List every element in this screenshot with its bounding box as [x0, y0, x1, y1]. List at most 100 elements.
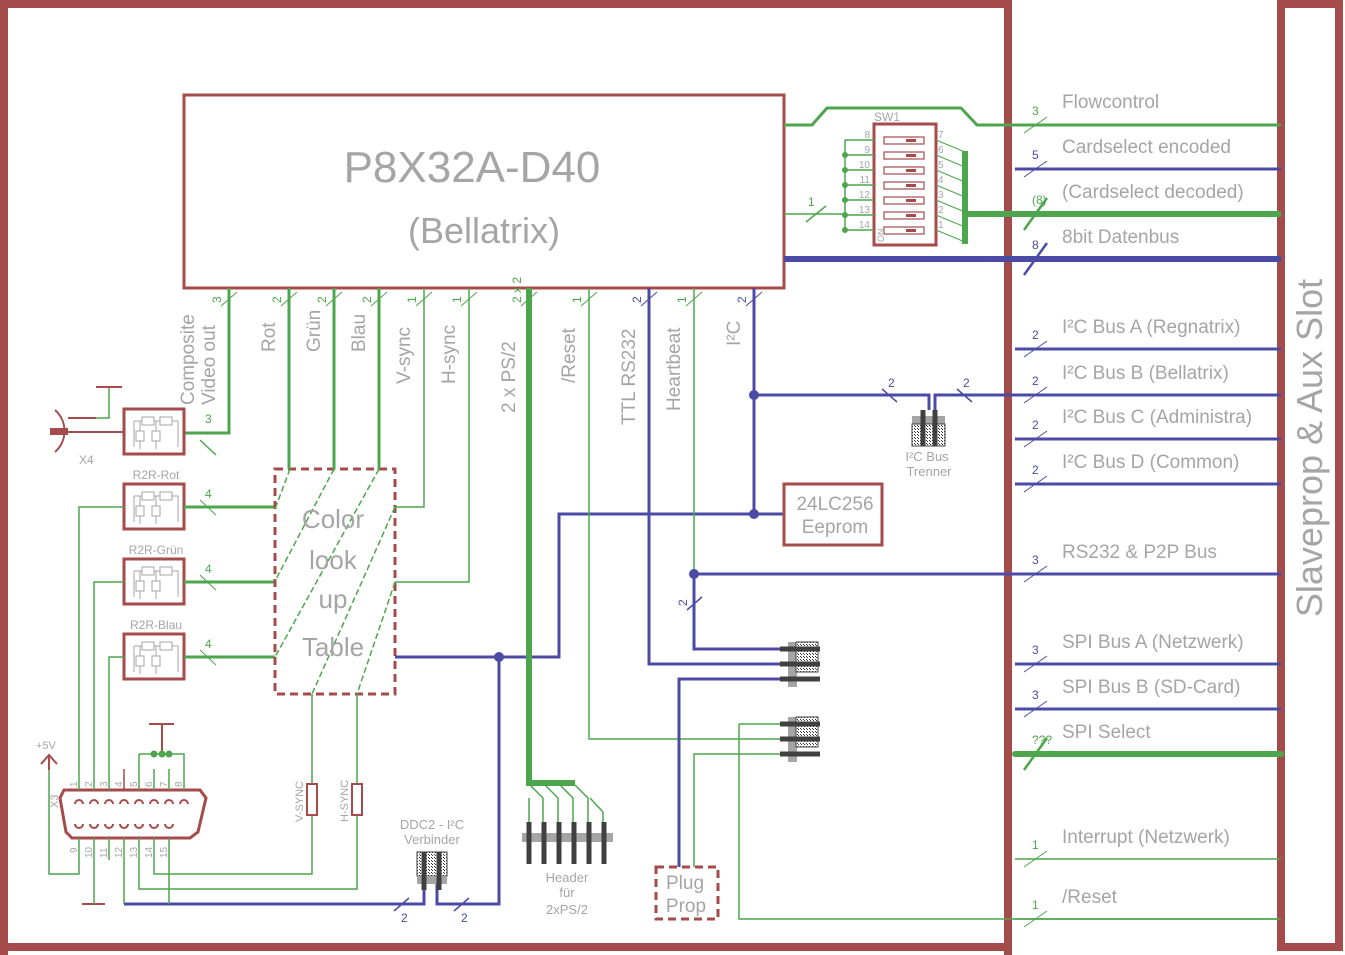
- switch-lever[interactable]: [883, 136, 925, 145]
- slot-bus-label: 8bit Datenbus: [1062, 227, 1179, 248]
- ddc-width-left: 2: [401, 911, 408, 925]
- hsync-resistor-label: H-SYNC: [339, 780, 351, 822]
- chip-signal-label: Blau: [349, 314, 370, 352]
- chip-part-number: P8X32A-D40: [344, 143, 601, 192]
- switch-lever[interactable]: [883, 181, 925, 190]
- lut-line1: Color: [302, 504, 364, 534]
- hsync-resistor-wire: [138, 694, 358, 890]
- slot-title: Slaveprop & Aux Slot: [1289, 279, 1330, 617]
- slot-bus-width: 3: [1032, 688, 1039, 702]
- hsync-resistor[interactable]: [351, 783, 363, 816]
- slot-bus-label: Cardselect encoded: [1062, 137, 1231, 158]
- color-lookup-table[interactable]: Color look up Table: [273, 467, 397, 696]
- plug-prop[interactable]: Plug Prop: [654, 865, 720, 921]
- composite-width: 3: [205, 412, 212, 426]
- eeprom-24lc256[interactable]: 24LC256 Eeprom: [782, 482, 884, 547]
- switch-lever[interactable]: [883, 166, 925, 175]
- slot-bus-label: /Reset: [1062, 887, 1118, 908]
- plugprop-wire-a: [677, 677, 784, 867]
- switch-right-pin: 6: [938, 145, 944, 156]
- splitter-line2: Trenner: [906, 464, 952, 479]
- slot-bus-width: 8: [1032, 238, 1039, 252]
- chip-signal-label: Grün: [304, 310, 325, 352]
- r2r-network[interactable]: R2R-Blau: [122, 618, 186, 681]
- ddc-right-wire: [435, 657, 501, 906]
- vga-top-pin: 1: [69, 781, 80, 787]
- switch-left-pin: 14: [859, 220, 871, 231]
- chip-signal-label: H-sync: [439, 325, 460, 384]
- switch-lever[interactable]: [883, 151, 925, 160]
- chip-signal-label: /Reset: [559, 327, 580, 383]
- switch-left-pin: 11: [860, 175, 871, 186]
- splitter-line1: I²C Bus: [905, 449, 949, 464]
- ps2-header-line2: für: [559, 885, 575, 900]
- slot-bus-width: 3: [1032, 553, 1039, 567]
- switch-lever[interactable]: [883, 196, 925, 205]
- slot-bus-width: 2: [1032, 418, 1039, 432]
- ddc-i2c-connector[interactable]: DDC2 - I²C Verbinder: [400, 817, 464, 890]
- vga-bottom-pin: 10: [84, 846, 95, 858]
- chip-signal-width: 3: [210, 296, 224, 303]
- i2c-bus-splitter[interactable]: I²C Bus Trenner: [905, 410, 952, 479]
- ddc-width-right: 2: [461, 911, 468, 925]
- heartbeat-width: 2: [676, 599, 690, 606]
- slot-bus-width: 1: [1032, 838, 1039, 852]
- switch-left-pin: 13: [859, 205, 871, 216]
- r2r-network[interactable]: R2R-Rot: [122, 468, 186, 531]
- r2r-width: 4: [205, 487, 212, 501]
- vga-top-pin: 2: [84, 781, 95, 787]
- r2r-network[interactable]: R2R-Grün: [122, 543, 186, 606]
- chip-signal-width: 1: [450, 296, 464, 303]
- reset-jumper-header[interactable]: [780, 716, 820, 762]
- slot-bus-label: SPI Select: [1062, 722, 1151, 743]
- slot-bus-width: 5: [1032, 148, 1039, 162]
- rs232-wire: [647, 288, 784, 666]
- slot-bus-label: I²C Bus B (Bellatrix): [1062, 363, 1229, 384]
- r2r-label: R2R-Blau: [130, 618, 182, 632]
- composite-wire: [184, 288, 231, 435]
- switch-right-pin: 4: [938, 175, 944, 186]
- chip-signal-width: 2: [630, 296, 644, 303]
- ps2-header[interactable]: Header für 2xPS/2: [522, 784, 613, 917]
- ps2-bus-wire: [526, 288, 575, 786]
- hsync-wire: [395, 288, 470, 583]
- vga-top-pin: 7: [159, 781, 170, 787]
- switch-on-label: ON: [876, 229, 886, 243]
- r2r-label: R2R-Rot: [133, 468, 180, 482]
- r2r-width: 4: [205, 562, 212, 576]
- vga-top-pin: 3: [99, 781, 110, 787]
- r2r-width: 4: [205, 637, 212, 651]
- vsync-resistor-wire: [153, 694, 313, 875]
- video-connector-x4[interactable]: X4: [50, 386, 124, 467]
- plugprop-line2: Prop: [666, 896, 706, 917]
- slot-bus-label: I²C Bus A (Regnatrix): [1062, 317, 1240, 338]
- slot-bus-width: 2: [1032, 463, 1039, 477]
- chip-signal-label: V-sync: [394, 327, 415, 384]
- switch-lever[interactable]: [883, 226, 925, 235]
- chip-signal-label: Composite: [178, 314, 199, 405]
- reset-wire: [588, 288, 784, 740]
- slot-bus-width: ???: [1032, 733, 1052, 747]
- switch-right-pin: 1: [938, 220, 944, 231]
- slot-bus-label: RS232 & P2P Bus: [1062, 542, 1217, 563]
- vsync-resistor[interactable]: [306, 783, 318, 816]
- vga-supply: +5V: [36, 740, 57, 752]
- chip-signal-label: I²C: [724, 321, 745, 346]
- main-chip[interactable]: P8X32A-D40 (Bellatrix): [182, 93, 786, 290]
- switch-lever[interactable]: [883, 211, 925, 220]
- chip-signal-width: 2: [360, 296, 374, 303]
- switch-right-pin: 7: [938, 130, 944, 141]
- chip-name: (Bellatrix): [408, 210, 560, 251]
- slot-bus-width: 2: [1032, 374, 1039, 388]
- slot-bus-label: I²C Bus C (Administra): [1062, 407, 1252, 428]
- switch-right-pin: 2: [938, 205, 944, 216]
- composite-resistor-network: [122, 407, 186, 456]
- rs232-jumper-header[interactable]: [780, 641, 820, 687]
- lut-line2: look: [309, 545, 358, 575]
- chip-signal-width: 2: [315, 296, 329, 303]
- vga-top-pin: 6: [144, 781, 155, 787]
